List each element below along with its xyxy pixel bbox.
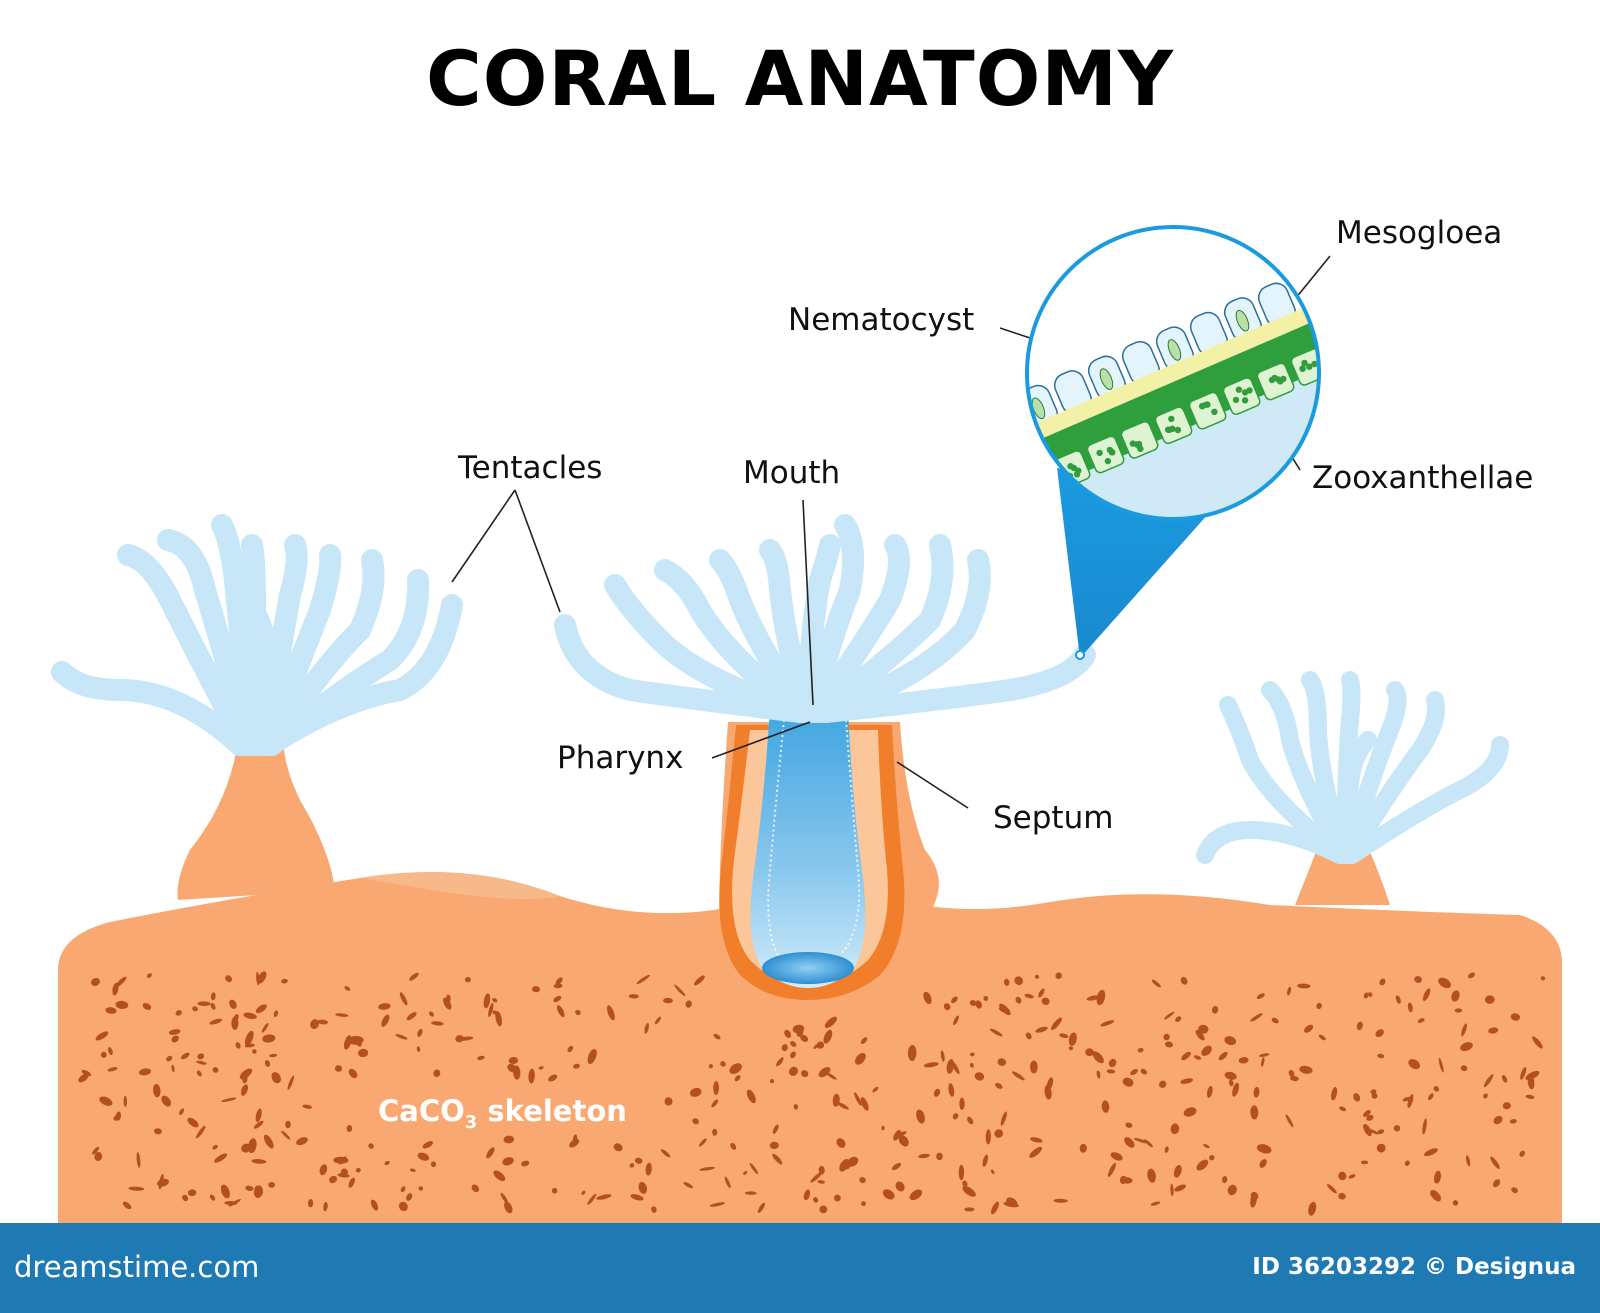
pharynx-base-opening — [762, 952, 854, 984]
diagram-title: CORAL ANATOMY — [425, 34, 1175, 123]
right-polyp-stalk — [1295, 852, 1390, 905]
label-pharynx: Pharynx — [557, 740, 684, 776]
skeleton-base — [58, 872, 1562, 1223]
footer-bar — [0, 1223, 1600, 1313]
magnified-tissue — [1027, 227, 1319, 519]
pharynx-wall-texture — [767, 719, 861, 956]
label-skeleton: CaCO3 skeleton — [378, 1094, 627, 1133]
skeleton-surface — [360, 872, 560, 900]
left-polyp-tentacles — [51, 514, 463, 756]
skeleton-pores — [78, 971, 1546, 1216]
right-polyp-tentacles — [1196, 671, 1509, 864]
label-mouth: Mouth — [743, 455, 841, 491]
label-mesogloea: Mesogloea — [1336, 215, 1503, 251]
label-tentacles: Tentacles — [458, 450, 603, 486]
pharynx-tube — [750, 708, 866, 988]
magnifier-circle-border — [1025, 225, 1321, 521]
label-zooxanthellae: Zooxanthellae — [1312, 460, 1534, 496]
left-polyp-stalk — [177, 740, 335, 900]
label-septum: Septum — [993, 800, 1114, 836]
footer-credit: ID 36203292 © Designua — [1252, 1254, 1576, 1280]
label-nematocyst: Nematocyst — [788, 302, 975, 338]
zoom-origin-dot — [1075, 650, 1085, 660]
center-polyp-tentacles — [554, 514, 1096, 723]
footer-brand: dreamstime.com — [14, 1250, 260, 1284]
